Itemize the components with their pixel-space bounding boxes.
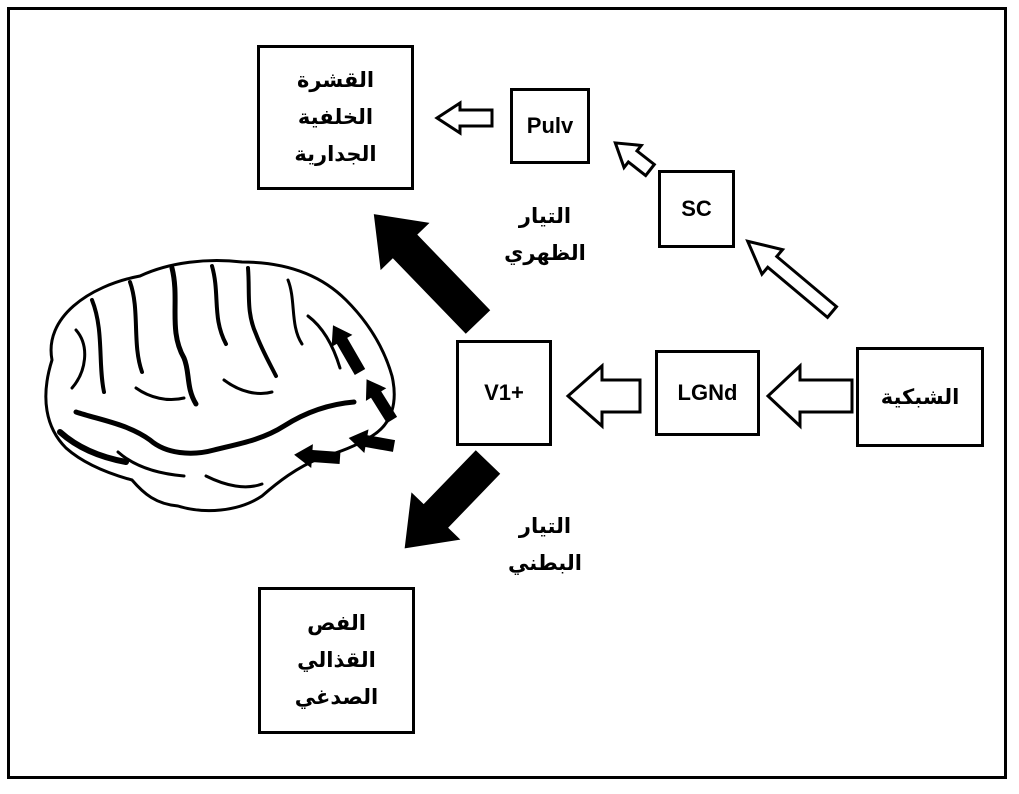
dorsal-stream-line-2: الظهري xyxy=(504,240,586,265)
ventral-stream-line-2: البطني xyxy=(508,550,582,575)
node-pulvinar: Pulv xyxy=(510,88,590,164)
ventral-stream-label: التيار البطني xyxy=(490,508,600,582)
itc-line-3: الصدغي xyxy=(294,684,379,709)
brain-illustration xyxy=(44,259,398,513)
arrow-retina-to-sc xyxy=(745,239,839,320)
arrow-lgnd-to-v1 xyxy=(565,362,642,430)
node-v1: V1+ xyxy=(456,340,552,446)
arrow-retina-to-lgnd xyxy=(765,362,854,430)
v1-label: V1+ xyxy=(484,380,524,405)
node-inferotemporal-cortex: الفص القذالي الصدغي xyxy=(258,587,415,734)
arrow-sc-to-pulv xyxy=(613,141,657,178)
arrow-dorsal-stream xyxy=(373,214,491,334)
ppc-line-1: القشرة xyxy=(297,68,375,93)
dorsal-stream-label: التيار الظهري xyxy=(490,198,600,272)
arrow-pulv-to-ppc xyxy=(434,100,494,136)
node-lgnd: LGNd xyxy=(655,350,760,436)
retina-label: الشبكية xyxy=(880,384,960,409)
ppc-line-2: الخلفية xyxy=(297,105,374,130)
ventral-stream-line-1: التيار xyxy=(518,514,572,538)
lgnd-label: LGNd xyxy=(677,380,738,405)
node-retina: الشبكية xyxy=(856,347,984,447)
pulv-label: Pulv xyxy=(526,113,574,138)
dorsal-stream-line-1: التيار xyxy=(518,204,572,228)
ppc-line-3: الجدارية xyxy=(294,141,377,166)
itc-line-2: القذالي xyxy=(297,648,376,673)
diagram-frame xyxy=(7,7,1007,779)
sc-label: SC xyxy=(681,196,712,221)
node-posterior-parietal-cortex: القشرة الخلفية الجدارية xyxy=(257,45,414,190)
itc-line-1: الفص xyxy=(307,611,366,636)
arrow-ventral-stream xyxy=(404,450,501,549)
node-superior-colliculus: SC xyxy=(658,170,735,248)
